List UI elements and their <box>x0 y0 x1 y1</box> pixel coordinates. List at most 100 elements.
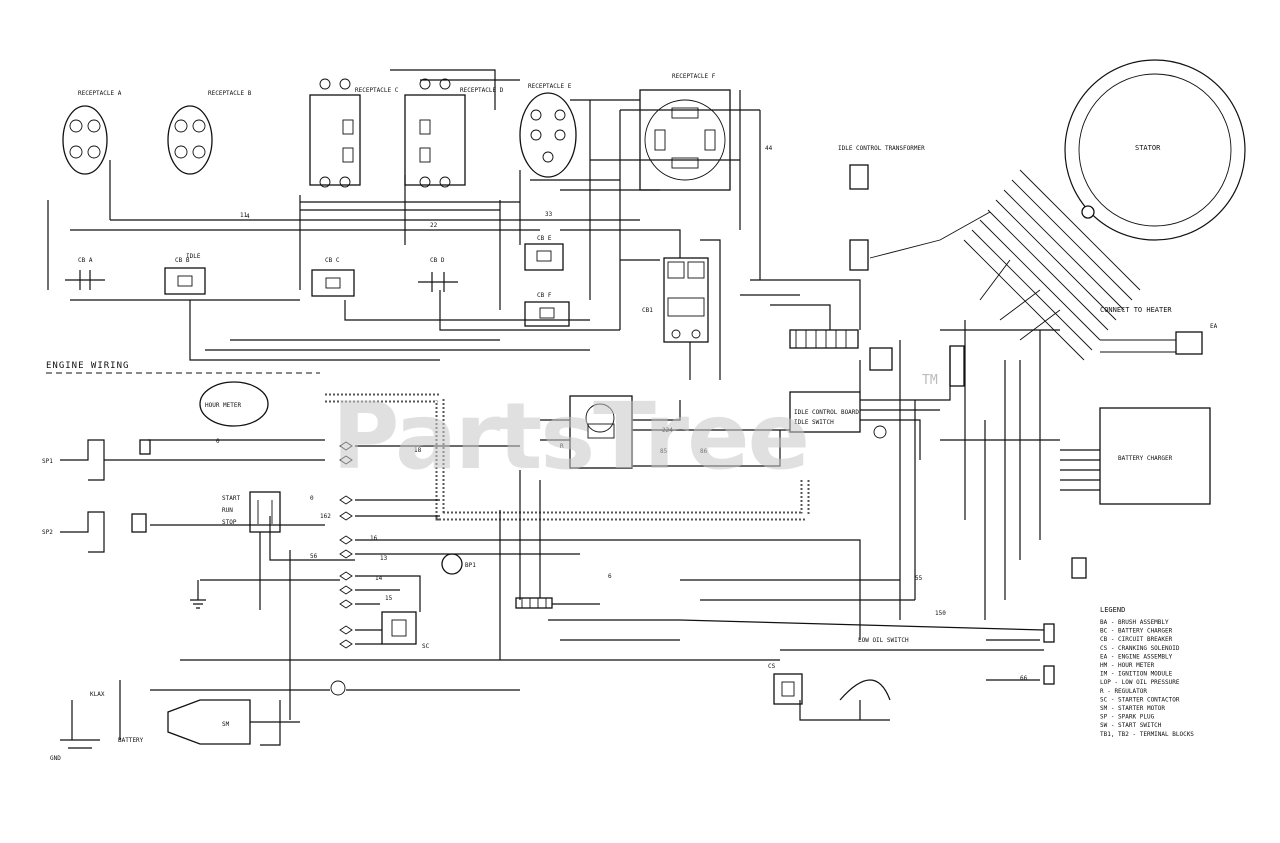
wire-label-162: 162 <box>320 513 331 520</box>
wire-label-15: 15 <box>385 595 393 602</box>
bp1-label: BP1 <box>465 562 476 569</box>
cb-c: CB C <box>311 257 355 297</box>
cb-b: CB B <box>164 257 206 295</box>
gnd-label: GND <box>50 755 61 762</box>
sp2-label: SP2 <box>42 529 53 536</box>
klax-label: KLAX <box>90 691 105 698</box>
wire-label-0b: 0 <box>216 438 220 445</box>
receptacle-c-label: RECEPTACLE C <box>355 87 399 94</box>
cb-e: CB E <box>524 235 564 271</box>
cranking-solenoid: CS <box>768 663 803 705</box>
receptacle-a-label: RECEPTACLE A <box>78 90 122 97</box>
battery: KLAX BATTERY GND <box>50 691 144 762</box>
receptacle-b: RECEPTACLE B <box>167 90 252 175</box>
sc-label: SC <box>422 643 430 650</box>
legend-item: EA - ENGINE ASSEMBLY <box>1100 653 1173 660</box>
terminal-block <box>789 329 893 371</box>
receptacle-d: RECEPTACLE D <box>404 78 504 188</box>
wire-label-55: 55 <box>915 575 923 582</box>
spark-plug-1: SP1 <box>42 439 325 481</box>
stator-label: STATOR <box>1135 144 1161 152</box>
receptacle-e-label: RECEPTACLE E <box>528 83 572 90</box>
watermark: PartsTree TM <box>332 373 938 490</box>
ground-symbol <box>190 580 206 609</box>
wire-label-85: 85 <box>660 448 668 455</box>
legend-item: TB1, TB2 - TERMINAL BLOCKS <box>1100 731 1194 738</box>
cs-label: CS <box>768 663 776 670</box>
idle-control-transformer: IDLE CONTROL TRANSFORMER <box>838 145 925 271</box>
engine-wiring-heading: ENGINE WIRING <box>46 361 129 371</box>
cb-a-label: CB A <box>78 257 93 264</box>
idle-control-transformer-label: IDLE CONTROL TRANSFORMER <box>838 145 925 152</box>
idle-control-board: IDLE CONTROL BOARD IDLE SWITCH <box>789 391 887 439</box>
wire-label-86: 86 <box>700 448 708 455</box>
wire-label-150: 150 <box>935 610 946 617</box>
stator: STATOR <box>869 59 1246 361</box>
connect-to-heater-label: CONNECT TO HEATER <box>1100 306 1172 314</box>
regulator-label: R <box>560 443 564 450</box>
starter-contactor: SC <box>381 611 430 650</box>
battery-charger: BATTERY CHARGER <box>1099 407 1211 505</box>
battery-label: BATTERY <box>118 737 144 744</box>
wire-label-224: 224 <box>662 427 673 434</box>
connector-pins <box>330 441 353 696</box>
idle-switch-label: IDLE SWITCH <box>794 419 834 426</box>
legend-title: LEGEND <box>1100 606 1125 614</box>
legend-item: SP - SPARK PLUG <box>1100 714 1155 721</box>
wire-label-56: 56 <box>310 553 318 560</box>
wire-runs <box>47 69 1100 746</box>
receptacle-a: RECEPTACLE A <box>62 90 122 175</box>
legend-item: BA - BRUSH ASSEMBLY <box>1100 619 1169 626</box>
receptacle-d-label: RECEPTACLE D <box>460 87 504 94</box>
stop-label: STOP <box>222 519 237 526</box>
idle-control-board-label: IDLE CONTROL BOARD <box>794 409 859 416</box>
wire-numbers: 11 22 33 44 55 66 0 4 6 13 14 15 16 18 0… <box>186 145 1028 682</box>
low-oil-switch: LOW OIL SWITCH <box>839 637 909 720</box>
spark-plug-2: SP2 <box>42 511 147 553</box>
legend-items: BA - BRUSH ASSEMBLY BC - BATTERY CHARGER C… <box>1100 619 1194 738</box>
main-cb: CB1 <box>642 257 709 343</box>
legend-item: LOP - LOW OIL PRESSURE <box>1100 679 1180 686</box>
cb-d: CB D <box>418 257 458 292</box>
receptacle-f: RECEPTACLE F <box>639 73 731 191</box>
start-switch[interactable]: START RUN STOP <box>222 491 281 533</box>
terminal-strip <box>515 597 553 609</box>
receptacle-e: RECEPTACLE E <box>519 83 577 178</box>
legend-item: SW - START SWITCH <box>1100 722 1162 729</box>
low-oil-switch-label: LOW OIL SWITCH <box>858 637 909 644</box>
voltage-regulator: R <box>560 395 633 469</box>
cb-f: CB F <box>524 292 570 327</box>
wire-label-0: 0 <box>310 495 314 502</box>
receptacle-c: RECEPTACLE C <box>309 78 399 188</box>
wire-label-13: 13 <box>380 555 388 562</box>
ea-label: EA <box>1210 323 1218 330</box>
cb-c-label: CB C <box>325 257 340 264</box>
bp1: BP1 <box>441 553 476 575</box>
hour-meter: HOUR METER <box>199 381 269 427</box>
legend-item: BC - BATTERY CHARGER <box>1100 628 1173 635</box>
cb-a: CB A <box>65 257 105 290</box>
sm-label: SM <box>222 721 230 728</box>
idle-label: IDLE <box>186 253 201 260</box>
watermark-text: PartsTree <box>332 383 808 490</box>
wire-label-4: 4 <box>246 213 250 220</box>
sp1-label: SP1 <box>42 458 53 465</box>
wire-label-66: 66 <box>1020 675 1028 682</box>
run-label: RUN <box>222 507 233 514</box>
receptacle-f-label: RECEPTACLE F <box>672 73 716 80</box>
cb-d-label: CB D <box>430 257 445 264</box>
wire-label-6: 6 <box>608 573 612 580</box>
legend-item: HM - HOUR METER <box>1100 662 1155 669</box>
start-label: START <box>222 495 240 502</box>
watermark-tm: TM <box>922 373 938 388</box>
starter-motor: SM <box>167 699 251 745</box>
legend-item: SM - STARTER MOTOR <box>1100 705 1165 712</box>
legend: LEGEND BA - BRUSH ASSEMBLY BC - BATTERY C… <box>1100 606 1194 738</box>
battery-charger-label: BATTERY CHARGER <box>1118 455 1173 462</box>
cb-b-label: CB B <box>175 257 190 264</box>
cb-e-label: CB E <box>537 235 552 242</box>
legend-item: CS - CRANKING SOLENOID <box>1100 645 1180 652</box>
legend-item: IM - IGNITION MODULE <box>1100 671 1173 678</box>
